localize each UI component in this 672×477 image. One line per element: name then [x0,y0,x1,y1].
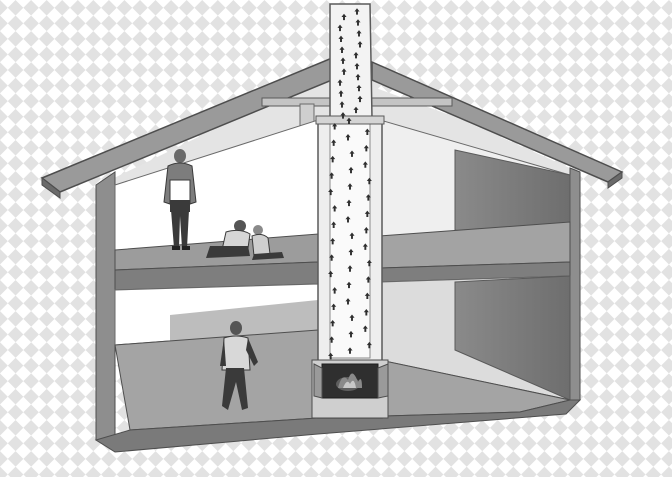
wall-left [96,172,115,446]
chimney-stack-top [330,4,372,118]
fireplace-door-right [378,364,388,398]
chimney-inner-channel [330,118,370,358]
fireplace-door-left [314,364,322,398]
wall-right [570,168,580,408]
